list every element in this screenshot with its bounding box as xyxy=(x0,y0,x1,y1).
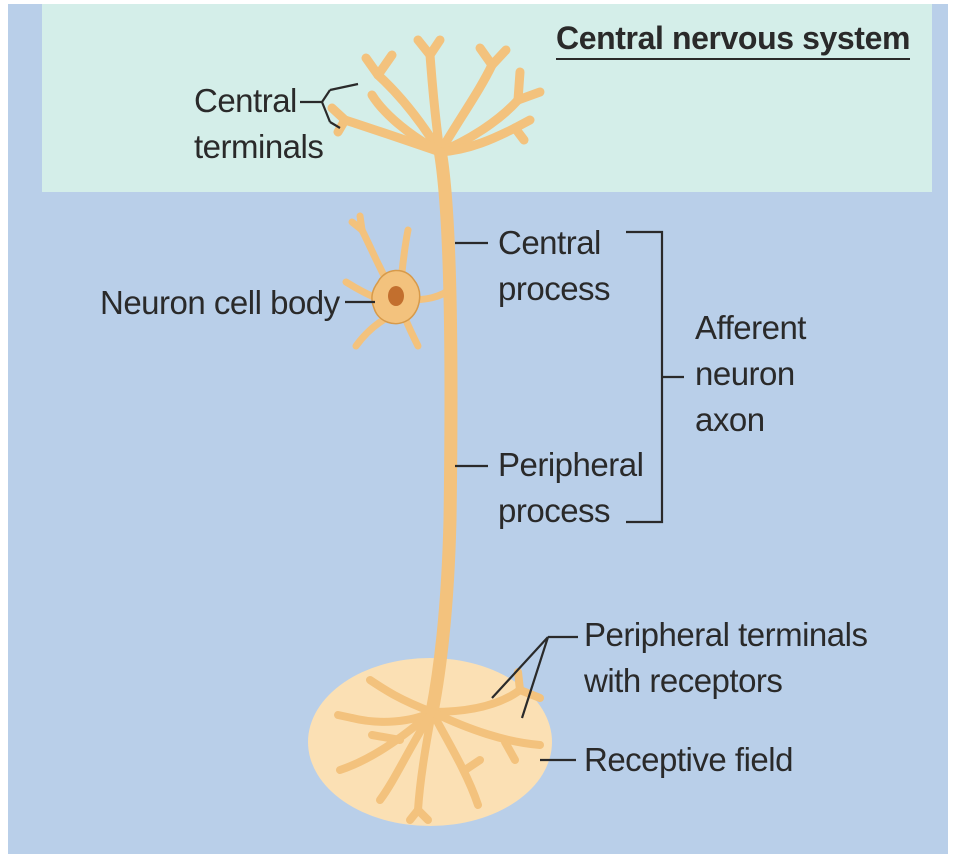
central-terminals xyxy=(332,40,540,152)
peripheral-terminals-label: Peripheral terminals with receptors xyxy=(584,612,867,704)
neuron-cell-body-label: Neuron cell body xyxy=(100,280,340,326)
central-process-label: Central process xyxy=(498,220,610,312)
cns-title: Central nervous system xyxy=(556,18,910,60)
afferent-neuron-axon-label: Afferent neuron axon xyxy=(695,305,806,443)
nucleus xyxy=(388,286,404,306)
afferent-axon xyxy=(432,150,451,712)
central-terminals-label: Central terminals xyxy=(194,78,323,170)
peripheral-process-label: Peripheral process xyxy=(498,442,643,534)
receptive-field-label: Receptive field xyxy=(584,737,793,783)
